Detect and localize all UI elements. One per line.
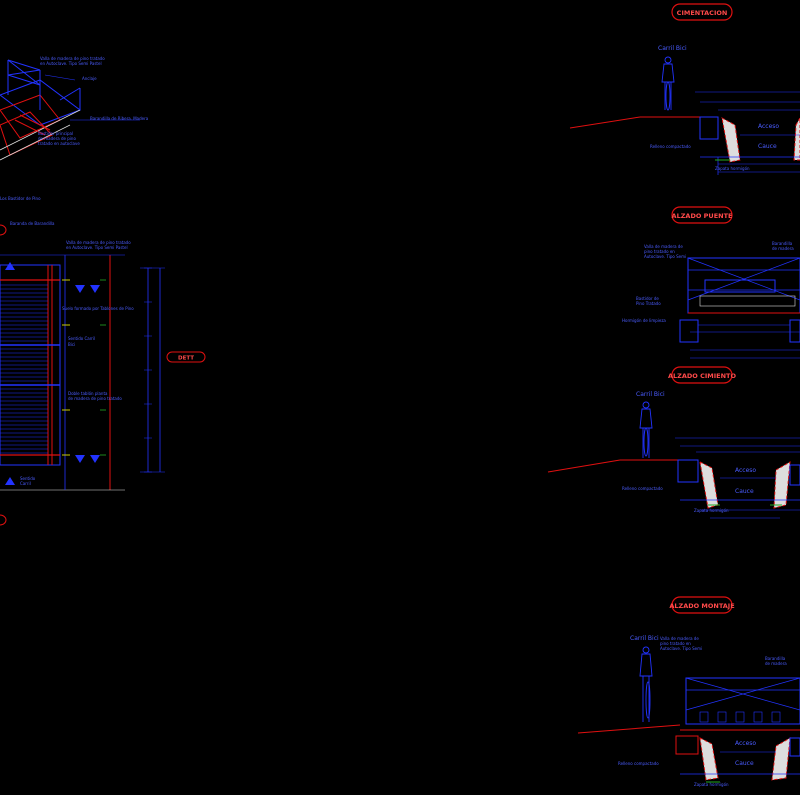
cauce-label-3: Cauce xyxy=(735,760,754,767)
svg-text:Barandilla: Barandilla xyxy=(772,241,793,246)
svg-text:Baranda de Barandilla: Baranda de Barandilla xyxy=(10,221,55,226)
cyclist-figure-3 xyxy=(639,646,653,722)
cimentacion-section: Carril Bici Acceso Cauce Relleno compact… xyxy=(569,45,800,175)
svg-text:Valla de madera de pino tratad: Valla de madera de pino tratado xyxy=(40,56,105,61)
svg-text:Autoclave. Tipo Semi: Autoclave. Tipo Semi xyxy=(644,254,686,259)
alzado-cimiento-section: Carril Bici Acceso Cauce Relleno compact… xyxy=(547,391,800,519)
svg-text:de madera de pino: de madera de pino xyxy=(38,136,76,141)
carril-bici-label-3: Carril Bici xyxy=(630,635,659,642)
svg-text:Barandilla de Ribera. Madera: Barandilla de Ribera. Madera xyxy=(90,116,149,121)
alzado-montaje-title-tag: ALZADO MONTAJE xyxy=(669,596,735,614)
svg-text:Relleno compactado: Relleno compactado xyxy=(618,761,659,766)
planta-title-tag: DETT xyxy=(166,351,206,363)
cimentacion-title-tag: CIMENTACION xyxy=(671,3,733,21)
svg-text:pino tratado en: pino tratado en xyxy=(660,641,691,646)
svg-text:Doble tablón planta: Doble tablón planta xyxy=(68,391,108,396)
carril-bici-label-1: Carril Bici xyxy=(658,45,687,52)
plan-view: Los Bastidor de Pino Baranda de Barandil… xyxy=(0,196,165,526)
svg-text:de madera: de madera xyxy=(765,661,787,666)
svg-text:Hormigón de limpieza: Hormigón de limpieza xyxy=(622,318,666,323)
alzado-cimiento-title: ALZADO CIMIENTO xyxy=(668,372,736,380)
svg-text:en Autoclave. Tipo Semi Pastel: en Autoclave. Tipo Semi Pastel xyxy=(66,245,128,250)
svg-text:pino tratado en: pino tratado en xyxy=(644,249,675,254)
svg-text:Sentido: Sentido xyxy=(20,476,36,481)
alzado-puente-title-tag: ALZADO PUENTE xyxy=(671,206,733,224)
svg-text:Anclaje: Anclaje xyxy=(82,76,97,81)
alzado-cimiento-title-tag: ALZADO CIMIENTO xyxy=(668,366,736,384)
svg-text:en Autoclave. Tipo Semi Pastel: en Autoclave. Tipo Semi Pastel xyxy=(40,61,102,66)
alzado-montaje-title: ALZADO MONTAJE xyxy=(669,602,734,610)
svg-text:Bastidor de: Bastidor de xyxy=(636,296,659,301)
svg-text:Valla de madera de: Valla de madera de xyxy=(644,244,683,249)
cyclist-figure-1 xyxy=(661,56,675,111)
svg-text:Valla de madera de: Valla de madera de xyxy=(660,636,699,641)
svg-text:Barandilla: Barandilla xyxy=(765,656,786,661)
svg-text:Zapata hormigón: Zapata hormigón xyxy=(694,508,729,513)
acceso-label-2: Acceso xyxy=(735,467,756,474)
cimentacion-title: CIMENTACION xyxy=(677,9,728,17)
acceso-label-3: Acceso xyxy=(735,740,756,747)
svg-text:de madera: de madera xyxy=(772,246,794,251)
svg-text:Suelo formado por Tablones de: Suelo formado por Tablones de Pino xyxy=(62,306,134,311)
svg-text:Zapata hormigón: Zapata hormigón xyxy=(715,166,750,171)
svg-text:Bici: Bici xyxy=(68,342,75,347)
svg-text:Los Bastidor de Pino: Los Bastidor de Pino xyxy=(0,196,41,201)
planta-title: DETT xyxy=(178,356,194,362)
svg-text:de madera de pino tratado: de madera de pino tratado xyxy=(68,396,122,401)
alzado-montaje-section: Carril Bici Acceso Cauce Valla de madera… xyxy=(577,635,800,787)
carril-bici-label-2: Carril Bici xyxy=(636,391,665,398)
svg-text:Pino Tratado: Pino Tratado xyxy=(636,301,661,306)
svg-text:Zapata hormigón: Zapata hormigón xyxy=(694,782,729,787)
svg-text:Autoclave. Tipo Semi: Autoclave. Tipo Semi xyxy=(660,646,702,651)
svg-text:Relleno compactado: Relleno compactado xyxy=(650,144,691,149)
cyclist-figure-2 xyxy=(639,401,653,458)
cauce-label-1: Cauce xyxy=(758,143,777,150)
svg-text:Sentido Carril: Sentido Carril xyxy=(68,336,95,341)
alzado-puente-title: ALZADO PUENTE xyxy=(672,212,733,220)
acceso-label-1: Acceso xyxy=(758,123,779,130)
svg-text:Bastidor principal: Bastidor principal xyxy=(38,131,73,136)
cauce-label-2: Cauce xyxy=(735,488,754,495)
svg-text:Carril: Carril xyxy=(20,481,31,486)
isometric-bridge-view: Valla de madera de pino tratado en Autoc… xyxy=(0,56,149,161)
alzado-puente-section: Valla de madera de pino tratado en Autoc… xyxy=(622,241,800,359)
svg-text:tratado en autoclave: tratado en autoclave xyxy=(38,141,80,146)
svg-text:Relleno compactado: Relleno compactado xyxy=(622,486,663,491)
svg-text:Valla de madera de pino tratad: Valla de madera de pino tratado xyxy=(66,240,131,245)
